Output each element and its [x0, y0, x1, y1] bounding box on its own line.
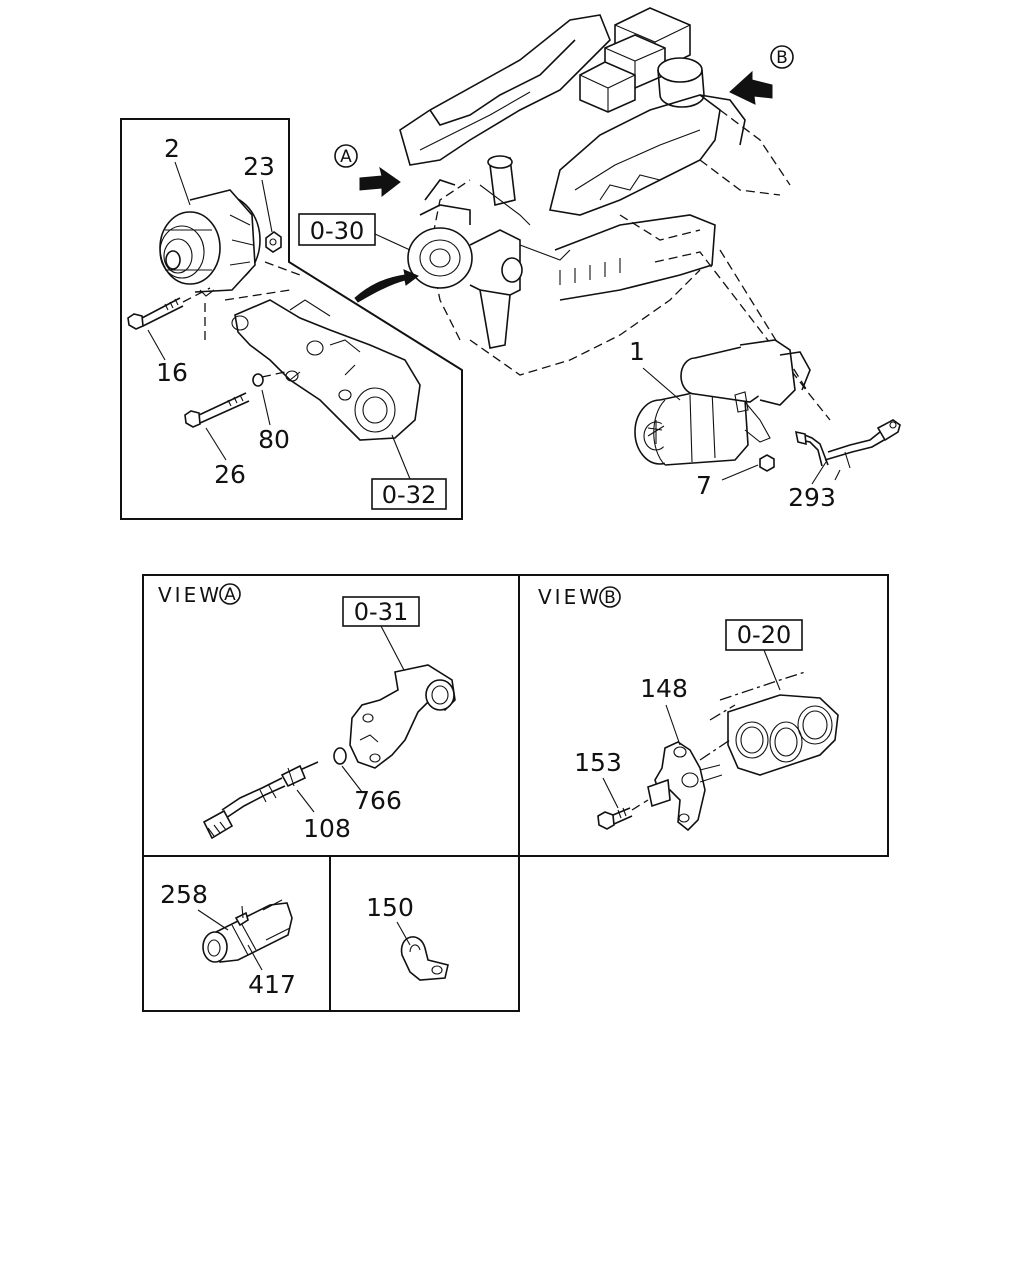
- arrow-b-icon: [729, 70, 773, 105]
- callout-16: 16: [156, 358, 188, 387]
- bracket-148: [647, 704, 723, 832]
- svg-text:A: A: [224, 585, 236, 605]
- view-b-panel: VIEW B 0-20: [518, 574, 889, 857]
- callout-7: 7: [696, 471, 712, 500]
- clip-150: [400, 936, 449, 981]
- callout-148: 148: [640, 674, 688, 703]
- callout-80: 80: [258, 425, 290, 454]
- clip-panel: 150: [329, 855, 520, 1012]
- callout-293: 293: [788, 483, 836, 512]
- ref-box-exhaust-manifold: 0-20: [737, 621, 791, 649]
- callout-23: 23: [243, 152, 275, 181]
- svg-text:0-32: 0-32: [382, 481, 436, 509]
- view-a-title: VIEW: [158, 583, 222, 607]
- view-marker-a: A: [334, 144, 401, 198]
- callout-26: 26: [214, 460, 246, 489]
- svg-text:B: B: [604, 588, 616, 608]
- svg-text:A: A: [340, 147, 352, 167]
- alternator-panel: 0-32 2 23 16 80 26: [120, 118, 463, 520]
- alternator: [159, 189, 261, 297]
- manifold-gasket: [699, 671, 839, 776]
- callout-1: 1: [629, 337, 645, 366]
- ref-box-thermostat-housing: 0-31: [354, 598, 408, 626]
- washer-80: [252, 371, 286, 426]
- clamp-panel: 258 417: [142, 855, 331, 1012]
- bolt-26: [184, 392, 250, 461]
- callout-2: 2: [164, 134, 180, 163]
- clamp-sleeve-258: [202, 899, 293, 963]
- bolt-16: [127, 287, 211, 361]
- callout-258: 258: [160, 880, 208, 909]
- callout-108: 108: [303, 814, 351, 843]
- svg-text:0-30: 0-30: [310, 217, 364, 245]
- gasket-ring-766: [333, 747, 347, 765]
- callout-417: 417: [248, 970, 296, 999]
- alternator-bracket: [204, 261, 421, 441]
- view-a-panel: VIEW A 0-31 766 1: [142, 574, 520, 857]
- bolt-153: [597, 777, 649, 830]
- nut-23: [261, 179, 282, 253]
- starter-assembly: 1 7 293: [629, 249, 901, 512]
- sensor-108: [202, 761, 319, 840]
- ref-box-bracket-housing: 0-32: [371, 434, 447, 510]
- thermostat-housing: [349, 664, 456, 769]
- view-marker-b: B: [729, 45, 794, 105]
- svg-text:B: B: [776, 48, 788, 68]
- callout-766: 766: [354, 786, 402, 815]
- ref-box-water-pump: 0-30: [298, 213, 411, 251]
- callout-150: 150: [366, 893, 414, 922]
- arrow-a-icon: [359, 166, 401, 198]
- engine-block: [399, 7, 791, 376]
- view-b-title: VIEW: [538, 585, 602, 609]
- pointer-arrow-icon: [354, 269, 419, 303]
- callout-153: 153: [574, 748, 622, 777]
